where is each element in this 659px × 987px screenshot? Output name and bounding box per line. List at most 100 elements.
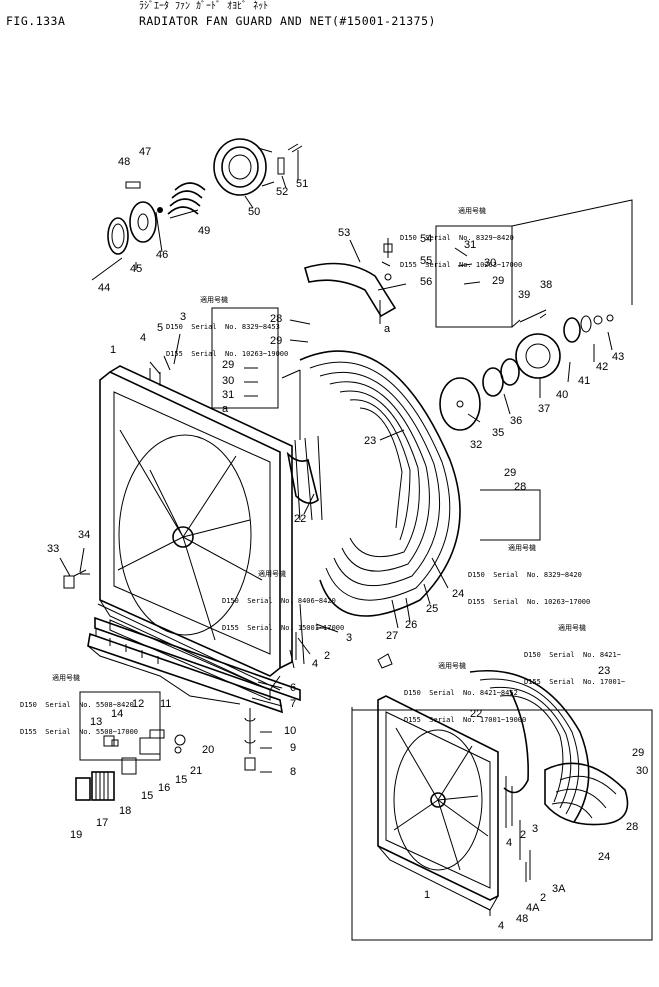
note-2-line2: D155 Serial No. 10263~19000 — [166, 350, 289, 358]
callout-30-top: 30 — [484, 257, 497, 269]
callout-49: 49 — [198, 225, 211, 237]
callout-11: 11 — [160, 698, 172, 710]
callout-44: 44 — [98, 282, 111, 294]
callout-3-inset: 3 — [532, 823, 539, 835]
callout-27: 27 — [386, 630, 399, 642]
callout-7: 7 — [290, 698, 297, 710]
callout-1-inset: 1 — [424, 889, 431, 901]
callout-18: 18 — [119, 805, 132, 817]
callout-12: 12 — [132, 698, 145, 710]
note-7-line1: D150 Serial No. 8421~8452 — [404, 689, 518, 697]
callout-29-left-a: 29 — [270, 335, 283, 347]
callout-14: 14 — [111, 708, 124, 720]
callout-29-left-b: 29 — [222, 359, 235, 371]
note-6-line1: D150 Serial No. 5508~8420 — [20, 701, 134, 709]
callout-29-inset: 29 — [632, 747, 645, 759]
callout-4b: 4 — [312, 658, 319, 670]
callout-24-inset: 24 — [598, 851, 611, 863]
callout-42: 42 — [596, 361, 609, 373]
callout-8: 8 — [290, 766, 297, 778]
callout-31-top: 31 — [464, 239, 477, 251]
figure-title: RADIATOR FAN GUARD AND NET(#15001-21375) — [139, 14, 436, 28]
pulley-group — [91, 138, 303, 281]
note-7-jp: 適用号機 — [438, 662, 466, 670]
callout-28-mid: 28 — [514, 481, 527, 493]
callout-4a-inset: 4A — [526, 902, 540, 914]
callout-24: 24 — [452, 588, 465, 600]
callout-25: 25 — [426, 603, 439, 615]
callout-56: 56 — [420, 276, 433, 288]
callout-30-left: 30 — [222, 375, 235, 387]
note-1-jp: 適用号機 — [458, 207, 486, 215]
callout-22-inset: 22 — [470, 708, 483, 720]
callout-54: 54 — [420, 233, 433, 245]
callout-51: 51 — [296, 178, 309, 190]
callout-17: 17 — [96, 817, 109, 829]
callout-21: 21 — [190, 765, 203, 777]
note-1-line2: D155 Serial No. 10263~17000 — [400, 261, 523, 269]
note-box-2: 適用号機 D150 Serial No. 8329~8453 D155 Seri… — [166, 278, 288, 368]
callout-43: 43 — [612, 351, 625, 363]
callout-20: 20 — [202, 744, 215, 756]
callout-26: 26 — [405, 619, 418, 631]
note-3-line1: D150 Serial No. 8329~8420 — [468, 571, 582, 579]
callout-41: 41 — [578, 375, 591, 387]
callout-48-inset: 48 — [516, 913, 529, 925]
note-5-line1: D150 Serial No. 8421~ — [524, 651, 621, 659]
callout-39: 39 — [518, 289, 531, 301]
note-box-7: 適用号機 D150 Serial No. 8421~8452 D155 Seri… — [404, 644, 526, 734]
lower-left-parts — [63, 569, 330, 801]
callout-a-left: a — [222, 403, 229, 415]
callout-9: 9 — [290, 742, 297, 754]
note-6-line2: D155 Serial No. 5508~17000 — [20, 728, 139, 736]
callout-3: 3 — [180, 311, 187, 323]
callout-4: 4 — [140, 332, 147, 344]
note-2-line1: D150 Serial No. 8329~8453 — [166, 323, 280, 331]
figure-id: FIG.133A — [6, 14, 66, 28]
note-3-jp: 適用号機 — [508, 544, 536, 552]
title-japanese: ﾗｼﾞｴｰﾀ ﾌｧﾝ ｶﾞｰﾄﾞ ｵﾖﾋﾞ ﾈｯﾄ — [139, 1, 269, 12]
callout-33: 33 — [47, 543, 60, 555]
note-box-3: 適用号機 D150 Serial No. 8329~8420 D155 Seri… — [468, 526, 590, 616]
note-boxes — [79, 199, 653, 941]
inset-variant-assembly — [377, 653, 629, 916]
callout-45: 45 — [130, 263, 143, 275]
radiator-frame — [97, 365, 293, 701]
callout-16: 16 — [158, 782, 171, 794]
callout-28-inset: 28 — [626, 821, 639, 833]
callout-4-inset: 4 — [506, 837, 513, 849]
callout-23: 23 — [364, 435, 377, 447]
note-5-jp: 適用号機 — [558, 624, 586, 632]
callout-2-inset: 2 — [520, 829, 527, 841]
callout-a-top: a — [384, 323, 391, 335]
callout-28-left: 28 — [270, 313, 283, 325]
callout-10: 10 — [284, 725, 297, 737]
callout-1: 1 — [110, 344, 117, 356]
bracket-53 — [304, 238, 407, 324]
callout-6: 6 — [290, 682, 297, 694]
callout-13: 13 — [90, 716, 103, 728]
note-4-line1: D150 Serial No. 8406~8420 — [222, 597, 336, 605]
callout-52: 52 — [276, 186, 289, 198]
callout-2: 2 — [324, 650, 331, 662]
note-1-line1: D150 Serial No. 8329~8420 — [400, 234, 514, 242]
callout-19: 19 — [70, 829, 83, 841]
callout-3a-inset: 3A — [552, 883, 566, 895]
note-box-6: 適用号機 D150 Serial No. 5508~8420 D155 Seri… — [20, 656, 138, 746]
callout-53: 53 — [338, 227, 351, 239]
callout-29-mid: 29 — [504, 467, 517, 479]
callout-29-top: 29 — [492, 275, 505, 287]
callout-47: 47 — [139, 146, 152, 158]
callout-31-left: 31 — [222, 389, 235, 401]
callout-37: 37 — [538, 403, 551, 415]
callout-22: 22 — [294, 513, 307, 525]
callout-5: 5 — [157, 322, 164, 334]
leader-lines — [59, 239, 613, 773]
callout-38: 38 — [540, 279, 553, 291]
callout-32: 32 — [470, 439, 483, 451]
callout-48: 48 — [118, 156, 131, 168]
callout-15-a: 15 — [175, 774, 188, 786]
callout-34: 34 — [78, 529, 91, 541]
callout-46: 46 — [156, 249, 169, 261]
